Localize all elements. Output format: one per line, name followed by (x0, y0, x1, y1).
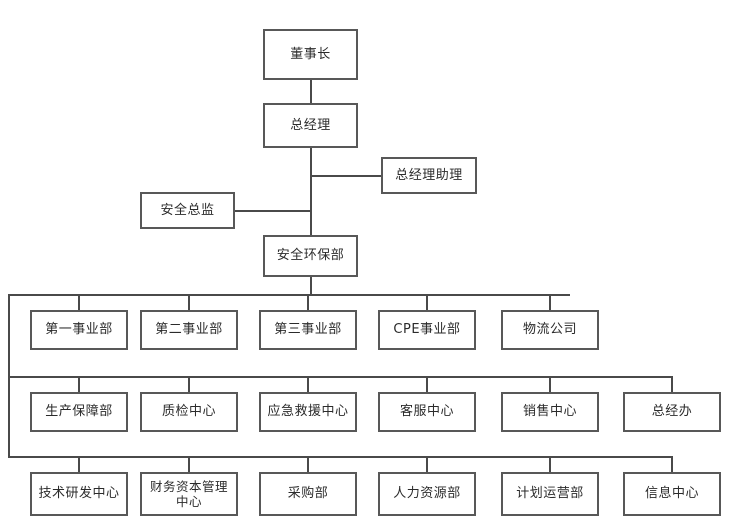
connector-gm-down-trunk (310, 148, 312, 235)
node-chairman[interactable]: 董事长 (263, 29, 358, 80)
node-label-gm-office: 总经办 (651, 404, 693, 419)
node-label-general-manager: 总经理 (290, 117, 331, 133)
node-label-customer-service-center: 客服中心 (399, 404, 454, 419)
connector-bus-row6 (8, 376, 672, 378)
connector-bus-row7 (8, 456, 672, 458)
node-label-emergency-rescue-center: 应急救援中心 (267, 404, 349, 419)
connector-drop-bu2 (188, 294, 190, 310)
node-label-safety-env-dept: 安全环保部 (276, 248, 345, 263)
connector-drop-planning (549, 456, 551, 472)
node-label-bu-3: 第三事业部 (274, 322, 342, 337)
node-label-bu-cpe: CPE事业部 (393, 322, 461, 337)
node-finance-capital-mgmt-center[interactable]: 财务资本管理中心 (140, 472, 238, 516)
connector-bus-row5 (8, 294, 570, 296)
connector-safetyenv-down (310, 277, 312, 294)
node-bu-2[interactable]: 第二事业部 (140, 310, 238, 350)
connector-drop-bu1 (78, 294, 80, 310)
node-bu-cpe[interactable]: CPE事业部 (378, 310, 476, 350)
node-gm-office[interactable]: 总经办 (623, 392, 721, 432)
connector-drop-procurement (307, 456, 309, 472)
node-information-center[interactable]: 信息中心 (623, 472, 721, 516)
connector-drop-gmoffice (671, 376, 673, 392)
node-label-quality-inspection-center: 质检中心 (161, 404, 216, 419)
connector-drop-finance (188, 456, 190, 472)
node-label-hr-dept: 人力资源部 (393, 486, 461, 501)
connector-drop-rnd (78, 456, 80, 472)
node-label-gm-assistant: 总经理助理 (395, 167, 463, 183)
node-procurement-dept[interactable]: 采购部 (259, 472, 357, 516)
node-label-safety-director: 安全总监 (160, 202, 215, 218)
node-emergency-rescue-center[interactable]: 应急救援中心 (259, 392, 357, 432)
connector-drop-logistics (549, 294, 551, 310)
node-label-chairman: 董事长 (290, 46, 331, 62)
node-label-information-center: 信息中心 (644, 486, 699, 501)
connector-drop-sales (549, 376, 551, 392)
node-production-support-dept[interactable]: 生产保障部 (30, 392, 128, 432)
node-label-procurement-dept: 采购部 (287, 486, 329, 501)
node-logistics-company[interactable]: 物流公司 (501, 310, 599, 350)
node-label-logistics-company: 物流公司 (522, 322, 577, 337)
node-sales-center[interactable]: 销售中心 (501, 392, 599, 432)
connector-drop-cpe (426, 294, 428, 310)
connector-left-spine-5-6 (8, 294, 10, 376)
node-planning-operations-dept[interactable]: 计划运营部 (501, 472, 599, 516)
node-safety-env-dept[interactable]: 安全环保部 (263, 235, 358, 277)
node-hr-dept[interactable]: 人力资源部 (378, 472, 476, 516)
connector-gm-to-assistant (310, 175, 381, 177)
connector-safety-director-to-trunk (235, 210, 311, 212)
connector-drop-emergency (307, 376, 309, 392)
connector-drop-quality (188, 376, 190, 392)
connector-drop-hr (426, 456, 428, 472)
node-label-bu-2: 第二事业部 (155, 322, 223, 337)
node-general-manager[interactable]: 总经理 (263, 103, 358, 148)
node-rnd-center[interactable]: 技术研发中心 (30, 472, 128, 516)
connector-drop-information (671, 456, 673, 472)
node-label-finance-capital-mgmt-center: 财务资本管理中心 (149, 479, 228, 509)
node-bu-3[interactable]: 第三事业部 (259, 310, 357, 350)
connector-chairman-to-gm (310, 80, 312, 103)
node-customer-service-center[interactable]: 客服中心 (378, 392, 476, 432)
node-label-planning-operations-dept: 计划运营部 (516, 486, 584, 501)
connector-drop-customer (426, 376, 428, 392)
node-label-rnd-center: 技术研发中心 (38, 486, 120, 501)
node-safety-director[interactable]: 安全总监 (140, 192, 235, 229)
node-quality-inspection-center[interactable]: 质检中心 (140, 392, 238, 432)
node-bu-1[interactable]: 第一事业部 (30, 310, 128, 350)
node-gm-assistant[interactable]: 总经理助理 (381, 157, 477, 194)
connector-drop-production (78, 376, 80, 392)
node-label-production-support-dept: 生产保障部 (45, 404, 113, 419)
node-label-bu-1: 第一事业部 (45, 322, 113, 337)
connector-left-spine-6-7 (8, 376, 10, 456)
connector-drop-bu3 (307, 294, 309, 310)
node-label-sales-center: 销售中心 (522, 404, 577, 419)
